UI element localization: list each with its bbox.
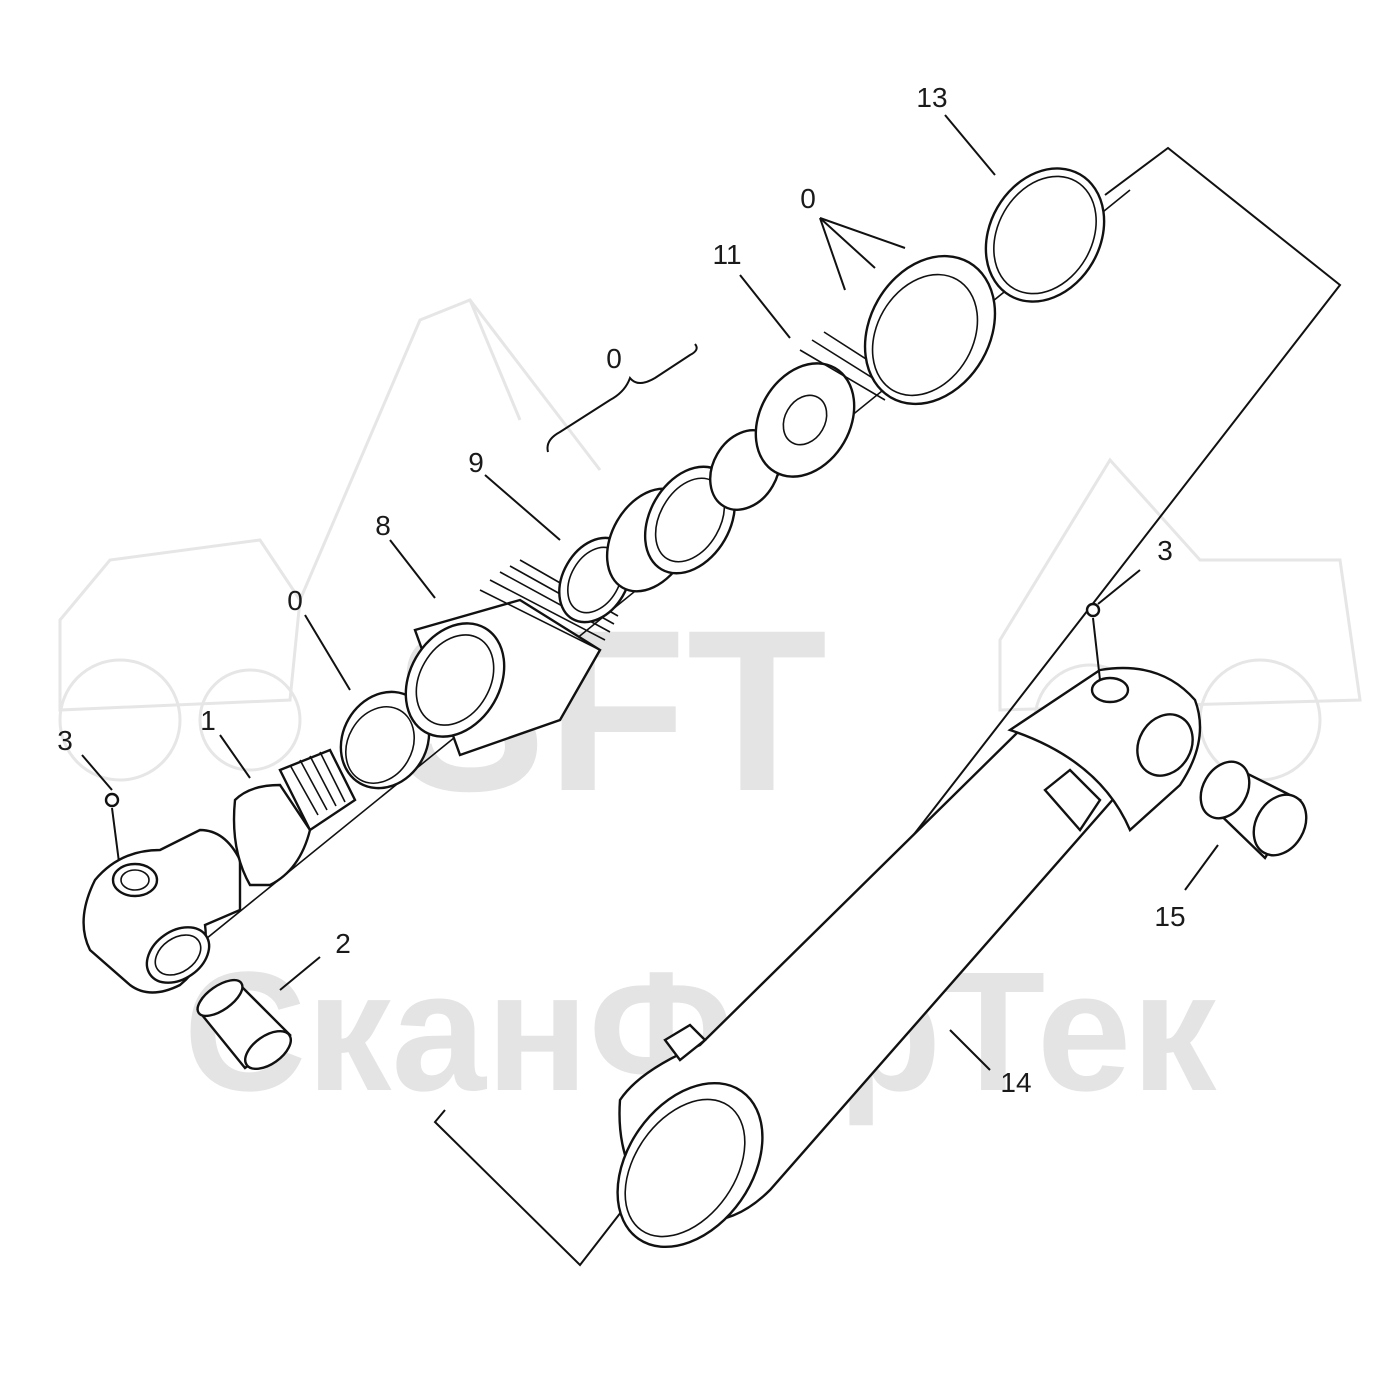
callout-0-bracket: 0 — [606, 343, 622, 374]
callout-11: 11 — [712, 239, 741, 270]
leader-lines — [81, 114, 1219, 1071]
rod-eye — [82, 828, 242, 994]
callout-15: 15 — [1154, 901, 1185, 932]
grease-nipple-right — [1085, 602, 1101, 681]
callout-3-right: 3 — [1157, 535, 1173, 566]
callout-3-left: 3 — [57, 725, 73, 756]
watermark-machinery-outline — [58, 298, 1362, 782]
piston-rings — [863, 254, 997, 406]
callout-0-rings: 0 — [800, 183, 816, 214]
assembly-bracket — [433, 146, 1342, 1267]
gland-guide — [404, 559, 619, 757]
callout-8: 8 — [375, 510, 391, 541]
bushing-right — [1199, 760, 1308, 860]
callout-labels: 3 1 0 8 9 0 11 0 13 3 2 15 14 — [57, 82, 1185, 1098]
bushing-left — [196, 978, 292, 1071]
seal-set — [605, 429, 781, 593]
callout-0-seal: 0 — [287, 585, 303, 616]
callout-9: 9 — [468, 447, 484, 478]
callout-1: 1 — [200, 705, 216, 736]
piston — [754, 331, 906, 478]
rod-seal — [339, 690, 431, 790]
callout-14: 14 — [1000, 1067, 1031, 1098]
grease-nipple-left — [104, 792, 121, 871]
o-ring — [984, 167, 1106, 303]
cylinder-tube — [616, 666, 1202, 1249]
callout-13: 13 — [916, 82, 947, 113]
piston-rod-end — [232, 748, 357, 887]
callout-2: 2 — [335, 928, 351, 959]
